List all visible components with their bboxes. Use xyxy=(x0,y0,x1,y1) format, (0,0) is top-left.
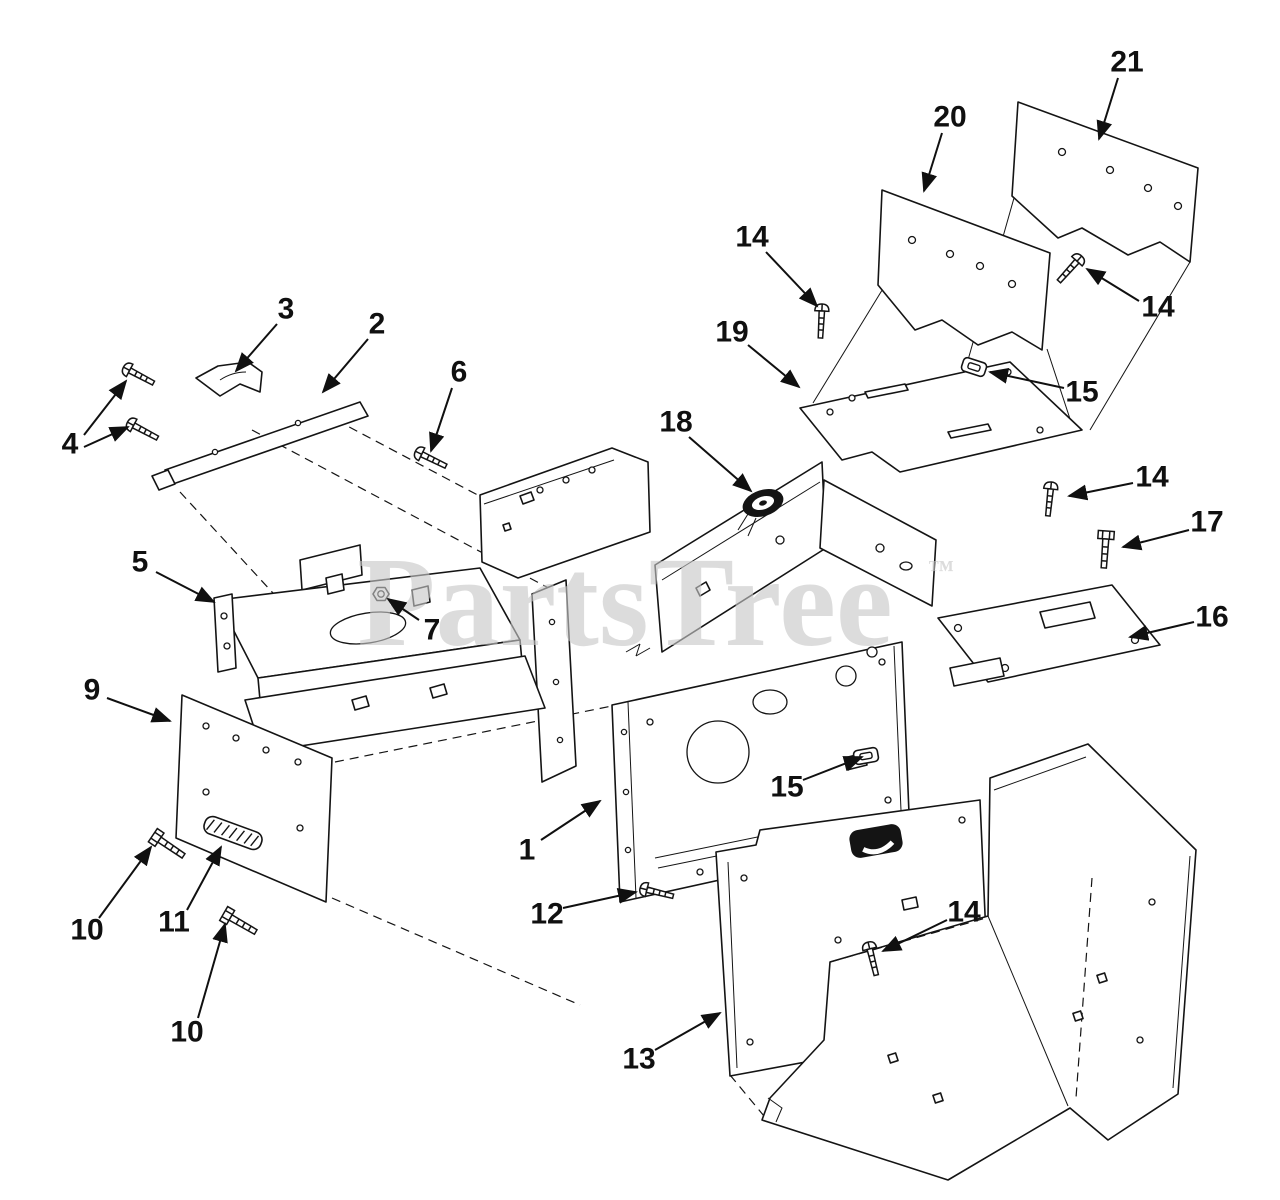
callout-arrow xyxy=(988,367,1065,389)
callout-arrow xyxy=(688,436,753,493)
callout-number: 20 xyxy=(933,101,966,134)
screw-14-mid-right xyxy=(1040,480,1060,518)
left-frame-plate xyxy=(531,579,577,783)
callout-arrow xyxy=(1067,482,1134,501)
callout-number: 15 xyxy=(1065,376,1098,409)
callout-number: 15 xyxy=(770,771,803,804)
callout-number: 11 xyxy=(158,906,190,939)
grille-11 xyxy=(203,815,263,851)
callout-number: 17 xyxy=(1190,506,1223,539)
callouts-layer: 21 20 14 14 19 15 3 2 6 18 14 17 4 5 7 16 9 15 1 10 11 12 10 14… xyxy=(62,46,1229,1076)
callout-arrow xyxy=(83,379,128,436)
floor-pan xyxy=(761,743,1197,1181)
callout-arrow xyxy=(197,922,228,1019)
callout-number: 14 xyxy=(947,896,981,929)
callout-number: 19 xyxy=(715,316,748,349)
callout-number: 14 xyxy=(735,221,769,254)
knob-18 xyxy=(742,489,784,517)
clip-15-upper xyxy=(960,356,988,378)
callout-number: 5 xyxy=(132,546,149,579)
upper-bracket xyxy=(479,447,651,579)
callout-number: 16 xyxy=(1195,601,1228,634)
panel-20 xyxy=(877,189,1051,351)
plate-19 xyxy=(799,361,1083,473)
callout-arrow xyxy=(106,697,172,723)
watermark-tm: ™ xyxy=(928,555,954,584)
callout-number: 14 xyxy=(1141,291,1175,324)
handle-cutout xyxy=(849,824,903,858)
callout-arrow xyxy=(429,387,453,453)
callout-arrow xyxy=(540,799,602,841)
bolt-17 xyxy=(1095,529,1116,570)
panel-21 xyxy=(1011,101,1199,263)
callout-arrow xyxy=(155,571,216,603)
knob-shaft-lines xyxy=(737,513,757,537)
callout-number: 18 xyxy=(659,406,692,439)
callout-number: 13 xyxy=(622,1043,655,1076)
callout-arrow xyxy=(562,888,638,909)
callout-number: 7 xyxy=(424,614,441,647)
screw-14-upper-right xyxy=(1052,250,1088,287)
callout-arrow xyxy=(386,597,420,621)
callout-arrow xyxy=(321,338,369,394)
callout-arrow xyxy=(654,1012,722,1051)
bolt-10-lower xyxy=(218,905,261,940)
bracket-5 xyxy=(213,544,546,753)
callout-number: 2 xyxy=(369,308,386,341)
screw-14-top xyxy=(812,302,830,340)
callout-arrow xyxy=(921,132,943,193)
callout-arrow xyxy=(1128,621,1195,641)
screw-4-upper xyxy=(119,360,158,391)
plate-16 xyxy=(937,584,1161,687)
callout-arrow xyxy=(186,845,222,911)
callout-number: 12 xyxy=(530,898,563,931)
clip-3 xyxy=(195,361,263,397)
watermark-text: PartsTree xyxy=(357,531,892,673)
callout-number: 4 xyxy=(62,428,79,461)
screw-4-lower xyxy=(123,415,162,446)
callout-number: 10 xyxy=(170,1016,203,1049)
callout-number: 9 xyxy=(84,674,101,707)
callout-arrow xyxy=(98,845,153,919)
callout-number: 1 xyxy=(519,834,536,867)
callout-number: 21 xyxy=(1110,46,1143,79)
clip-15-lower xyxy=(852,746,880,766)
callout-arrow xyxy=(765,251,819,308)
callout-arrow xyxy=(881,919,948,952)
callout-arrow xyxy=(1096,77,1119,141)
nut-7 xyxy=(372,586,390,602)
callout-number: 14 xyxy=(1135,461,1169,494)
callout-arrow xyxy=(1121,529,1190,551)
callout-number: 3 xyxy=(278,293,295,326)
console-right-plate xyxy=(819,479,937,607)
callout-arrow xyxy=(1085,267,1140,302)
callout-arrow xyxy=(802,756,864,781)
callout-arrow xyxy=(83,426,130,448)
watermark: PartsTree ™ xyxy=(357,531,954,673)
callout-arrow xyxy=(234,323,278,373)
callout-number: 10 xyxy=(70,914,103,947)
callout-arrow xyxy=(747,344,801,389)
callout-number: 6 xyxy=(451,356,468,389)
bar-2 xyxy=(151,401,369,491)
